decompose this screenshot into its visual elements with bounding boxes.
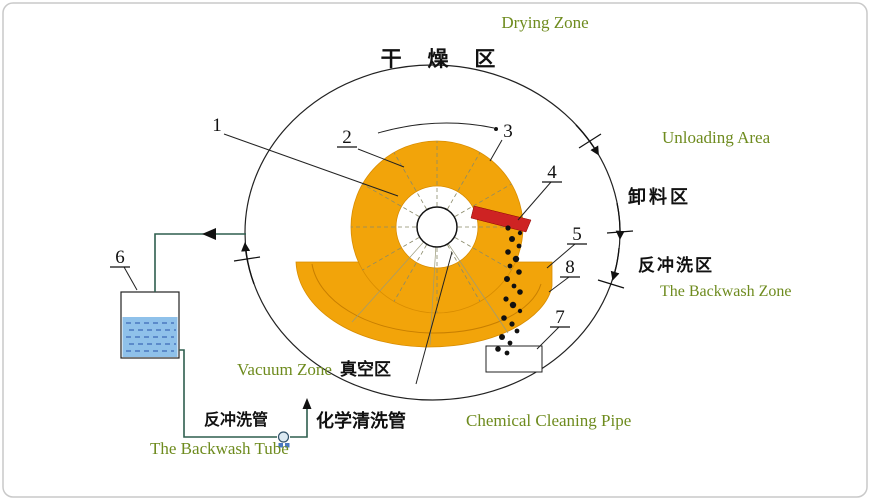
label-drying-zone-zh: 干 燥 区: [381, 48, 506, 71]
leader-lines: [123, 133, 576, 385]
label-chemical-pipe-en: Chemical Cleaning Pipe: [466, 411, 631, 430]
label-backwash-zone-en: The Backwash Zone: [660, 283, 792, 300]
callout-6: 6: [115, 247, 125, 268]
callout-underlines: [110, 146, 587, 328]
hub-circle: [416, 206, 458, 248]
label-drying-zone-en: Drying Zone: [501, 13, 588, 32]
rotation-arc-top: [377, 122, 495, 134]
particle-stream: [495, 225, 523, 356]
label-backwash-tube-zh: 反冲洗管: [204, 410, 268, 429]
label-vacuum-zone-zh: 真空区: [340, 359, 391, 379]
flow-arrow-up: [302, 398, 312, 409]
label-chemical-pipe-zh: 化学清洗管: [316, 410, 406, 431]
callout-7: 7: [555, 307, 565, 328]
chemical-pipe-line: [290, 404, 308, 438]
tank-liquid: [122, 317, 178, 357]
backwash-tube-line: [179, 349, 277, 438]
label-vacuum-zone-en: Vacuum Zone: [237, 360, 332, 379]
label-backwash-zone-zh: 反冲洗区: [638, 255, 714, 275]
pump-symbol: [277, 431, 290, 448]
label-backwash-tube-en: The Backwash Tube: [150, 439, 289, 458]
disc-spokes: [351, 141, 523, 313]
callout-4: 4: [547, 162, 557, 183]
liquid-hatch: [126, 322, 176, 352]
label-unloading-area-en: Unloading Area: [662, 128, 771, 147]
arc-end-dot: [494, 127, 498, 131]
callout-3: 3: [503, 121, 513, 142]
collection-bin: [485, 345, 543, 373]
label-unloading-area-zh: 卸料区: [628, 186, 691, 207]
discharge-chute: [470, 205, 532, 233]
callout-1: 1: [212, 115, 222, 136]
callout-8: 8: [565, 257, 575, 278]
rotation-arrows: [241, 124, 625, 285]
flow-arrow-left: [202, 228, 216, 240]
callout-5: 5: [572, 224, 582, 245]
callout-2: 2: [342, 127, 352, 148]
